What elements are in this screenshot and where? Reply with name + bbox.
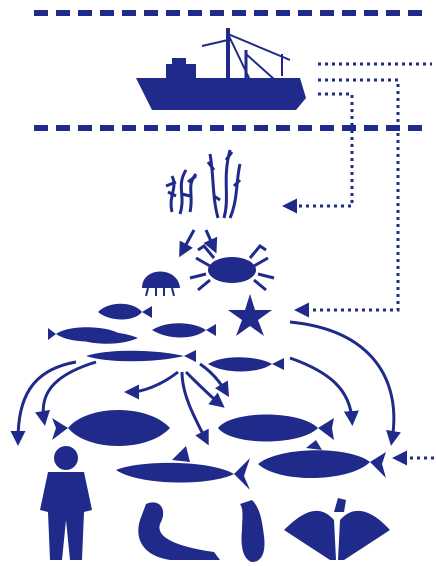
cormorant-icon xyxy=(284,498,390,560)
shark-icon xyxy=(116,446,250,490)
flatfish-icon xyxy=(52,410,170,446)
seaweed-icon xyxy=(166,150,240,218)
cod-icon xyxy=(218,415,334,442)
person-icon xyxy=(40,446,92,560)
penguin-icon xyxy=(240,500,265,562)
jellyfish-icon xyxy=(142,272,180,297)
fishing-trawler-icon xyxy=(136,28,306,110)
fishing-removal-lines xyxy=(288,64,434,458)
salmon-icon xyxy=(258,440,386,478)
starfish-icon xyxy=(228,294,272,336)
seal-icon xyxy=(138,502,220,560)
crab-icon xyxy=(190,246,274,290)
